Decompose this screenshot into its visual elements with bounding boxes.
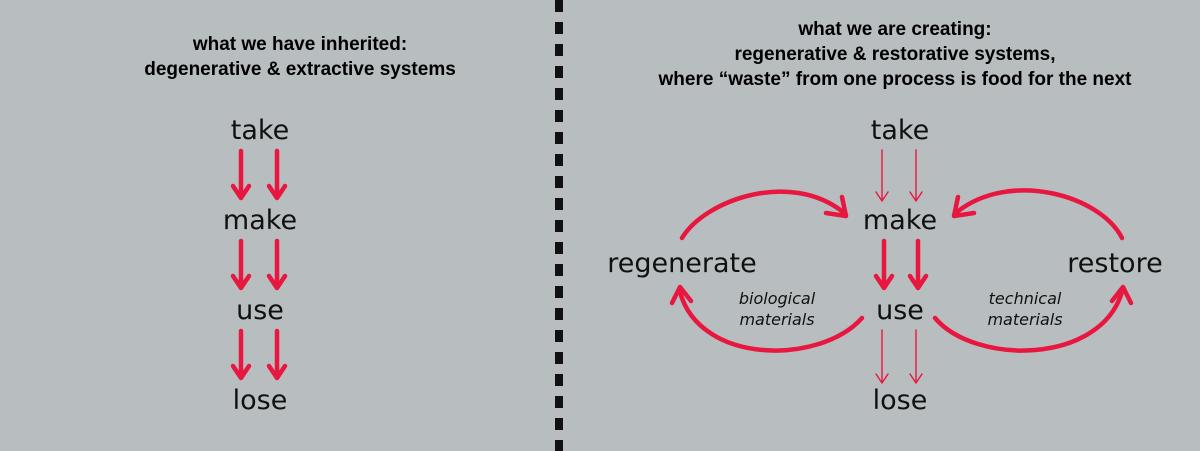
left-arrow-2a xyxy=(230,238,252,291)
right-arrow-2a xyxy=(873,238,895,291)
left-use-to-lose-arrows xyxy=(230,328,288,381)
right-take-to-make-arrows xyxy=(875,149,923,202)
right-title-line-3: where “waste” from one process is food f… xyxy=(658,69,1132,90)
use-to-restore-arc xyxy=(932,284,1134,353)
right-make-to-use-arrows xyxy=(873,238,929,291)
right-arrow-2b xyxy=(907,238,929,291)
biological-materials-note: biological materials xyxy=(697,288,857,330)
right-step-take: take xyxy=(870,115,930,146)
right-step-use: use xyxy=(876,295,924,326)
right-title-line-1: what we are creating: xyxy=(798,19,992,40)
use-to-regenerate-arc xyxy=(669,284,865,353)
left-make-to-use-arrows xyxy=(230,238,288,291)
left-title-line-1: what we have inherited: xyxy=(192,34,408,55)
regenerate-label: regenerate xyxy=(607,248,757,279)
left-title-line-2: degenerative & extractive systems xyxy=(144,59,456,80)
regenerate-to-make-arc xyxy=(679,189,849,241)
technical-note-line-2: materials xyxy=(987,310,1063,329)
right-use-to-lose-arrows xyxy=(875,329,923,384)
left-arrow-1a xyxy=(230,148,252,201)
left-arrow-1b xyxy=(266,148,288,201)
biological-note-line-2: materials xyxy=(739,310,815,329)
right-step-lose: lose xyxy=(872,385,928,416)
restore-label: restore xyxy=(1067,248,1163,279)
left-step-lose: lose xyxy=(232,385,288,416)
right-thin-arrow-3b xyxy=(909,329,923,384)
left-step-use: use xyxy=(236,295,284,326)
left-arrow-3a xyxy=(230,328,252,381)
left-take-to-make-arrows xyxy=(230,148,288,201)
technical-note-line-1: technical xyxy=(988,289,1062,308)
right-step-make: make xyxy=(862,205,938,236)
right-thin-arrow-3a xyxy=(875,329,889,384)
restore-to-make-arc xyxy=(951,188,1125,241)
left-arrow-3b xyxy=(266,328,288,381)
biological-note-line-1: biological xyxy=(738,289,816,308)
right-title-line-2: regenerative & restorative systems, xyxy=(734,44,1056,65)
left-panel-title: what we have inherited: degenerative & e… xyxy=(40,32,560,82)
right-thin-arrow-1b xyxy=(909,149,923,202)
right-thin-arrow-1a xyxy=(875,149,889,202)
technical-materials-note: technical materials xyxy=(945,288,1105,330)
left-step-make: make xyxy=(222,205,298,236)
left-step-take: take xyxy=(230,115,290,146)
right-panel-title: what we are creating: regenerative & res… xyxy=(585,17,1200,92)
left-arrow-2b xyxy=(266,238,288,291)
dashed-divider xyxy=(555,0,563,451)
